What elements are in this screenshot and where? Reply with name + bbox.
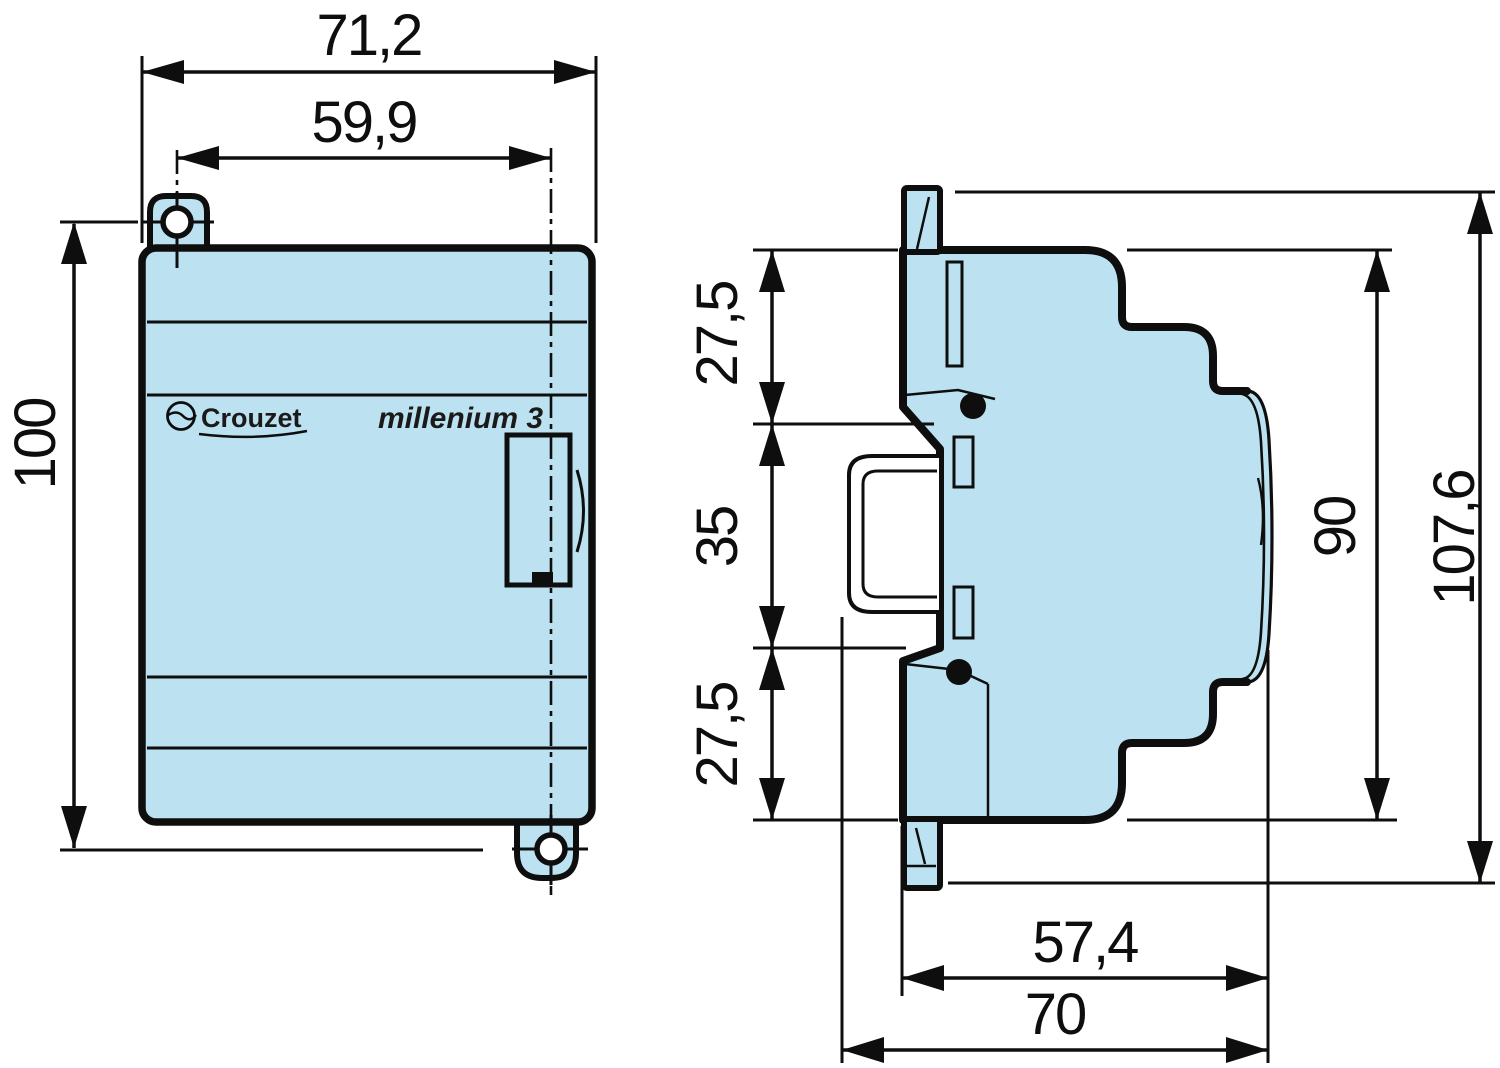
product-label: millenium 3 [378, 402, 543, 435]
dimension-body-height: 90 [1127, 248, 1397, 822]
din-rail-hook [847, 454, 939, 614]
front-top-hole [160, 205, 194, 239]
side-upper-dot [960, 393, 986, 419]
front-device-body [138, 244, 596, 826]
side-seam-lines [904, 388, 996, 816]
dimension-body-depth: 57,4 [900, 650, 1270, 1063]
front-connector-slot [504, 432, 585, 588]
side-slots [945, 260, 975, 640]
dim-label-rail-section: 35 [685, 507, 750, 568]
dimension-total-height: 107,6 [948, 190, 1495, 885]
dim-label-body-depth: 57,4 [1033, 910, 1139, 975]
front-view: Crouzet millenium 3 [138, 148, 596, 895]
side-device-body [903, 250, 1272, 820]
side-top-tab [901, 185, 943, 255]
crouzet-logo-icon [166, 401, 308, 439]
dim-label-upper-section: 27,5 [685, 282, 750, 387]
dim-label-total-height: 107,6 [1422, 470, 1487, 605]
side-body-outline [899, 246, 1251, 824]
dim-label-overall-width: 71,2 [317, 3, 422, 68]
dimension-side-chain: 27,5 35 27,5 [685, 248, 934, 822]
dim-label-total-depth: 70 [1025, 982, 1086, 1047]
dim-label-body-height: 90 [1303, 497, 1368, 558]
brand-label: Crouzet [201, 403, 302, 433]
dimension-overall-width: 71,2 [140, 3, 598, 243]
dimension-hole-pitch-width: 59,9 [177, 90, 551, 170]
dimension-front-height: 100 [3, 220, 483, 852]
dim-label-lower-section: 27,5 [685, 683, 750, 788]
dimension-total-depth: 70 [840, 617, 1268, 1063]
front-panel-lines [147, 320, 587, 750]
side-bottom-tab [901, 816, 943, 891]
front-bottom-hole [534, 832, 568, 866]
side-lower-dot [946, 659, 972, 685]
dim-label-front-height: 100 [3, 399, 68, 490]
side-view [847, 185, 1274, 891]
dim-label-hole-pitch: 59,9 [312, 90, 417, 155]
